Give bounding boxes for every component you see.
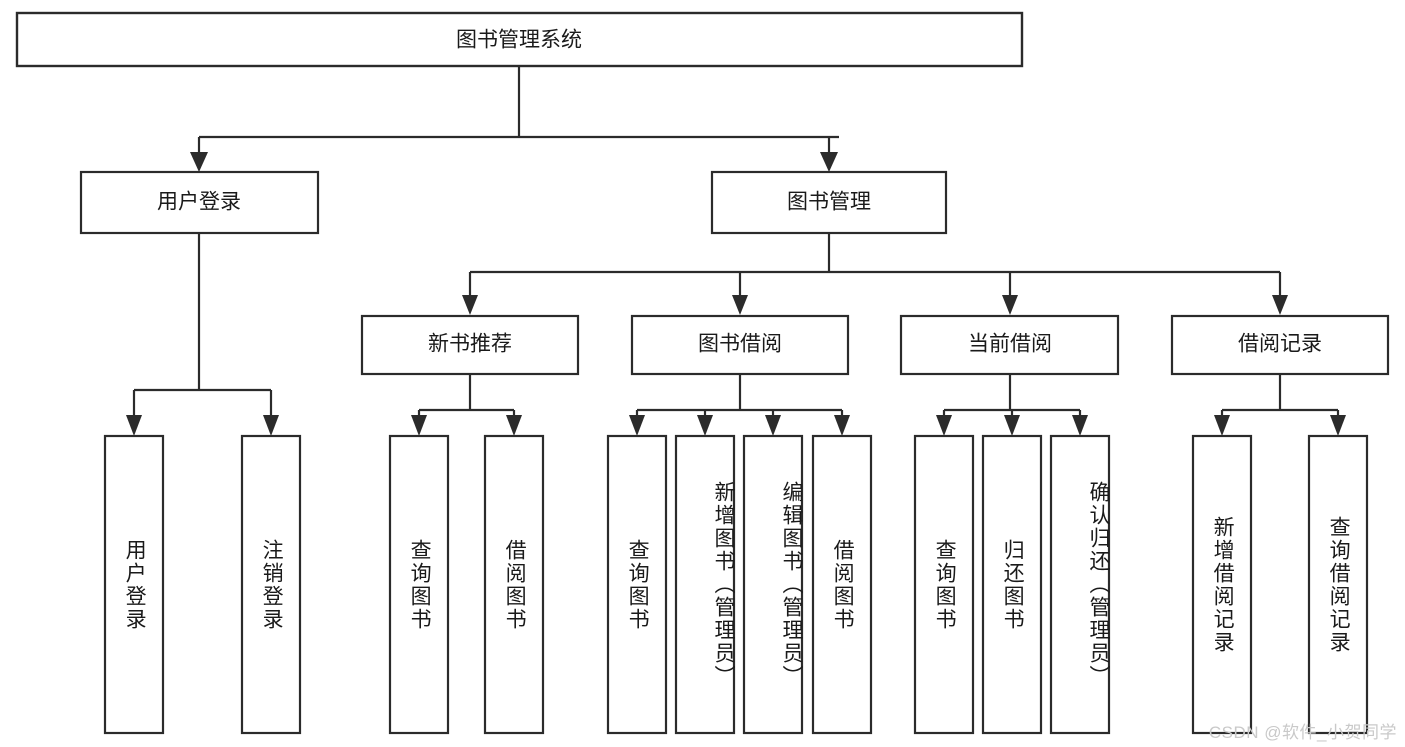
arrow-down-icon (765, 415, 781, 436)
arrow-down-icon (820, 152, 838, 172)
arrow-down-icon (1002, 295, 1018, 315)
node-user-login-label: 用户登录 (157, 191, 241, 214)
node-borrow-record[interactable]: 借阅记录 (1170, 314, 1390, 376)
leaf-rect-book-borrow-0[interactable] (606, 434, 668, 735)
leaf-rect-book-borrow-2[interactable] (742, 434, 804, 735)
leaf-rect-current-borrow-2[interactable] (1049, 434, 1111, 735)
leaf-rect-borrow-record-0[interactable] (1191, 434, 1253, 735)
arrow-down-icon (697, 415, 713, 436)
node-current-borrow-rect[interactable] (899, 314, 1120, 376)
leaf-rect-borrow-record-1[interactable] (1307, 434, 1369, 735)
connector-borrow-record-to-leaves (1214, 374, 1346, 436)
connector-new-book-recommend-to-leaves (411, 374, 522, 436)
node-current-borrow-label: 当前借阅 (968, 333, 1052, 356)
node-book-management[interactable]: 图书管理 (710, 170, 948, 235)
leaf-rect-user-login-1[interactable] (240, 434, 302, 735)
leaf-rect-current-borrow-1[interactable] (981, 434, 1043, 735)
node-book-management-label: 图书管理 (787, 191, 871, 214)
arrow-down-icon (411, 415, 427, 436)
arrow-down-icon (1214, 415, 1230, 436)
arrow-down-icon (1004, 415, 1020, 436)
arrow-down-icon (126, 415, 142, 436)
arrow-down-icon (506, 415, 522, 436)
node-user-login-rect[interactable] (79, 170, 320, 235)
connector-current-borrow-to-leaves (936, 374, 1088, 436)
leaf-rect-current-borrow-0[interactable] (913, 434, 975, 735)
node-borrow-record-label: 借阅记录 (1238, 333, 1322, 356)
node-new-book-recommend-label: 新书推荐 (428, 333, 512, 356)
arrow-down-icon (263, 415, 279, 436)
node-new-book-recommend[interactable]: 新书推荐 (360, 314, 580, 376)
node-book-borrow[interactable]: 图书借阅 (630, 314, 850, 376)
arrow-down-icon (834, 415, 850, 436)
node-new-book-recommend-rect[interactable] (360, 314, 580, 376)
arrow-down-icon (1272, 295, 1288, 315)
leaf-rect-book-borrow-3[interactable] (811, 434, 873, 735)
arrow-down-icon (936, 415, 952, 436)
node-root[interactable]: 图书管理系统 (15, 11, 1024, 68)
arrow-down-icon (732, 295, 748, 315)
node-root-rect[interactable] (15, 11, 1024, 68)
connector-root-to-level1 (190, 66, 839, 172)
connector-user-login-to-leaves (126, 233, 279, 436)
arrow-down-icon (1072, 415, 1088, 436)
leaf-rect-new-book-1[interactable] (483, 434, 545, 735)
node-book-borrow-label: 图书借阅 (698, 333, 782, 356)
arrow-down-icon (1330, 415, 1346, 436)
connector-book-management-to-level2 (462, 233, 1288, 315)
arrow-down-icon (190, 152, 208, 172)
leaf-rect-new-book-0[interactable] (388, 434, 450, 735)
connector-book-borrow-to-leaves (629, 374, 850, 436)
arrow-down-icon (629, 415, 645, 436)
node-root-label: 图书管理系统 (456, 29, 582, 52)
watermark-text: CSDN @软件_小贺同学 (1208, 723, 1397, 742)
arrow-down-icon (462, 295, 478, 315)
leaf-rect-book-borrow-1[interactable] (674, 434, 736, 735)
node-user-login[interactable]: 用户登录 (79, 170, 320, 235)
node-current-borrow[interactable]: 当前借阅 (899, 314, 1120, 376)
leaf-rect-user-login-0[interactable] (103, 434, 165, 735)
